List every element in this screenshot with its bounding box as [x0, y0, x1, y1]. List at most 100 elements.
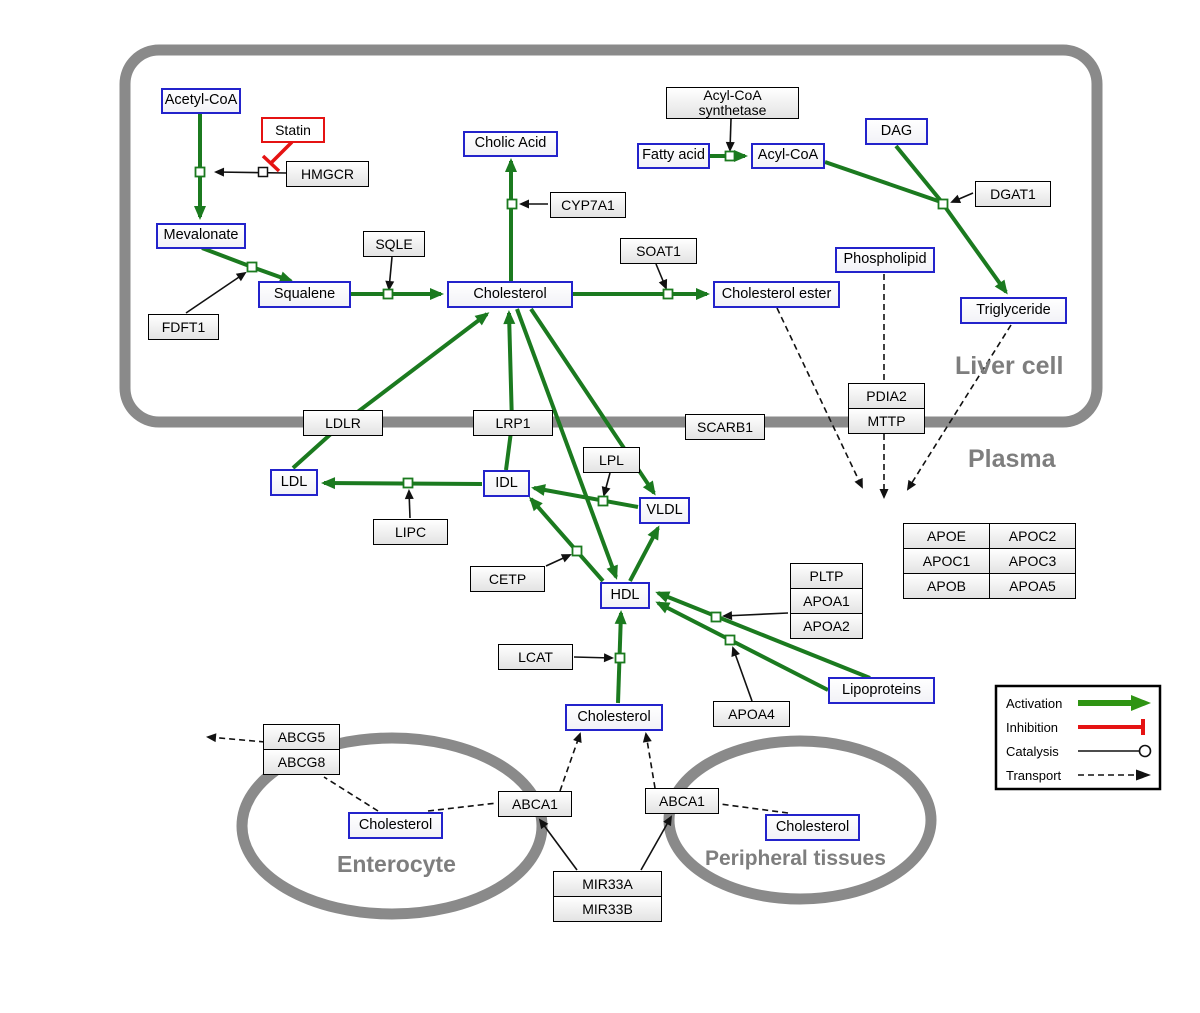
- node-squalene[interactable]: Squalene: [258, 281, 351, 308]
- catalysis-edges: [185, 118, 974, 871]
- node-fdft1[interactable]: FDFT1: [148, 314, 219, 340]
- node-lipoproteins[interactable]: Lipoproteins: [828, 677, 935, 704]
- node-apoa4[interactable]: APOA4: [713, 701, 790, 727]
- node-pdia2[interactable]: PDIA2: [848, 383, 925, 409]
- edge-ldl-ldlr-cholesterol: [291, 312, 490, 470]
- node-statin[interactable]: Statin: [261, 117, 325, 143]
- node-acyl-coa[interactable]: Acyl-CoA: [751, 143, 825, 169]
- catalysis-soat1: [655, 263, 668, 290]
- legend-activation-arrowhead: [1131, 695, 1151, 711]
- node-mir33b[interactable]: MIR33B: [553, 896, 662, 922]
- node-abca1-peripheral[interactable]: ABCA1: [645, 788, 719, 814]
- node-phospholipid[interactable]: Phospholipid: [835, 247, 935, 273]
- node-cholic-acid[interactable]: Cholic Acid: [463, 131, 558, 157]
- node-abcg5[interactable]: ABCG5: [263, 724, 340, 750]
- node-apoa2[interactable]: APOA2: [790, 613, 863, 639]
- node-acyl-coa-synthetase[interactable]: Acyl-CoA synthetase: [666, 87, 799, 119]
- legend-inhibition-label: Inhibition: [1006, 720, 1059, 735]
- catalysis-lipc: [404, 489, 414, 519]
- peripheral-tissues-label: Peripheral tissues: [705, 847, 886, 870]
- catalysis-sqle: [385, 256, 395, 291]
- node-abca1-enterocyte[interactable]: ABCA1: [498, 791, 572, 817]
- node-lpl[interactable]: LPL: [583, 447, 640, 473]
- node-cholesterol-ester[interactable]: Cholesterol ester: [713, 281, 840, 308]
- node-hmgcr[interactable]: HMGCR: [286, 161, 369, 187]
- node-apoe[interactable]: APOE: [903, 523, 990, 549]
- node-cholesterol-enterocyte[interactable]: Cholesterol: [348, 812, 443, 839]
- node-apoa1[interactable]: APOA1: [790, 588, 863, 614]
- catalysis-lpl: [601, 472, 611, 497]
- edge-hdl-idl-cetp: [529, 496, 605, 583]
- node-ldlr[interactable]: LDLR: [303, 410, 383, 436]
- node-cholesterol-liver[interactable]: Cholesterol: [447, 281, 573, 308]
- node-acetyl-coa[interactable]: Acetyl-CoA: [161, 88, 241, 114]
- acyl-coa-synthetase-line1: Acyl-CoA: [703, 87, 762, 104]
- edge-hdl-vldl: [628, 525, 660, 582]
- node-dgat1[interactable]: DGAT1: [975, 181, 1051, 207]
- legend-catalysis-circle: [1138, 744, 1152, 758]
- node-scarb1[interactable]: SCARB1: [685, 414, 765, 440]
- node-mttp[interactable]: MTTP: [848, 408, 925, 434]
- transport-triglyceride-plasma: [906, 324, 1012, 491]
- edge-lipoproteins-hdl-1: [655, 591, 871, 680]
- catalysis-anchor-hmgcr: [257, 166, 269, 178]
- node-hdl[interactable]: HDL: [600, 582, 650, 609]
- edge-mevalonate-squalene: [201, 246, 294, 283]
- edge-acylcoa-junction: [824, 160, 942, 204]
- legend-transport-label: Transport: [1006, 768, 1062, 783]
- edge-vldl-idl: [531, 484, 639, 509]
- node-apoc2[interactable]: APOC2: [989, 523, 1076, 549]
- transport-entcholesterol-abca1: [427, 802, 498, 812]
- edge-lipoproteins-hdl-2: [655, 601, 829, 692]
- catalysis-fdft1: [185, 271, 247, 314]
- node-lrp1[interactable]: LRP1: [473, 410, 553, 436]
- legend-transport-arrowhead: [1136, 769, 1151, 781]
- node-cyp7a1[interactable]: CYP7A1: [550, 192, 626, 218]
- catalysis-hmgcr: [214, 167, 287, 177]
- node-soat1[interactable]: SOAT1: [620, 238, 697, 264]
- catalysis-lcat: [573, 653, 614, 663]
- legend-symbols: [994, 684, 1162, 791]
- node-cetp[interactable]: CETP: [470, 566, 545, 592]
- node-sqle[interactable]: SQLE: [363, 231, 425, 257]
- node-apoc3[interactable]: APOC3: [989, 548, 1076, 574]
- regulation-mir33-abca1-right: [640, 815, 672, 871]
- edge-dag-junction: [894, 144, 943, 203]
- node-ldl[interactable]: LDL: [270, 469, 318, 496]
- legend-activation-label: Activation: [1006, 696, 1063, 711]
- transport-abcg-lumen: [206, 733, 266, 743]
- node-cholesterol-plasma[interactable]: Cholesterol: [565, 704, 663, 731]
- edge-idl-lrp1-cholesterol: [503, 310, 516, 471]
- transport-percholesterol-abca1: [719, 803, 789, 814]
- node-dag[interactable]: DAG: [865, 118, 928, 145]
- enterocyte-label: Enterocyte: [337, 851, 456, 877]
- edge-junction-triglyceride: [941, 202, 1008, 295]
- node-apob[interactable]: APOB: [903, 573, 990, 599]
- regulation-mir33-abca1-left: [538, 818, 578, 871]
- liver-cell-label: Liver cell: [955, 352, 1064, 380]
- node-mevalonate[interactable]: Mevalonate: [156, 223, 246, 249]
- node-apoa5[interactable]: APOA5: [989, 573, 1076, 599]
- catalysis-acs: [725, 118, 735, 152]
- catalysis-apoa-stack: [722, 611, 789, 621]
- node-triglyceride[interactable]: Triglyceride: [960, 297, 1067, 324]
- node-apoc1[interactable]: APOC1: [903, 548, 990, 574]
- node-fatty-acid[interactable]: Fatty acid: [637, 143, 710, 169]
- transport-abca1-plasmacholesterol-left: [559, 732, 582, 792]
- edge-cholesterol-hdl: [515, 308, 618, 580]
- node-lcat[interactable]: LCAT: [498, 644, 573, 670]
- liver-cell-membrane: [119, 44, 1103, 428]
- node-abcg8[interactable]: ABCG8: [263, 749, 340, 775]
- node-mir33a[interactable]: MIR33A: [553, 871, 662, 897]
- catalysis-apoa4: [731, 646, 753, 702]
- reaction-nodes: [194, 150, 949, 664]
- node-cholesterol-peripheral[interactable]: Cholesterol: [765, 814, 860, 841]
- node-vldl[interactable]: VLDL: [639, 497, 690, 524]
- node-idl[interactable]: IDL: [483, 470, 530, 497]
- legend-catalysis-label: Catalysis: [1006, 744, 1059, 759]
- catalysis-dgat1: [950, 192, 974, 203]
- transport-cholesterolester-plasma: [776, 307, 863, 489]
- node-pltp[interactable]: PLTP: [790, 563, 863, 589]
- node-lipc[interactable]: LIPC: [373, 519, 448, 545]
